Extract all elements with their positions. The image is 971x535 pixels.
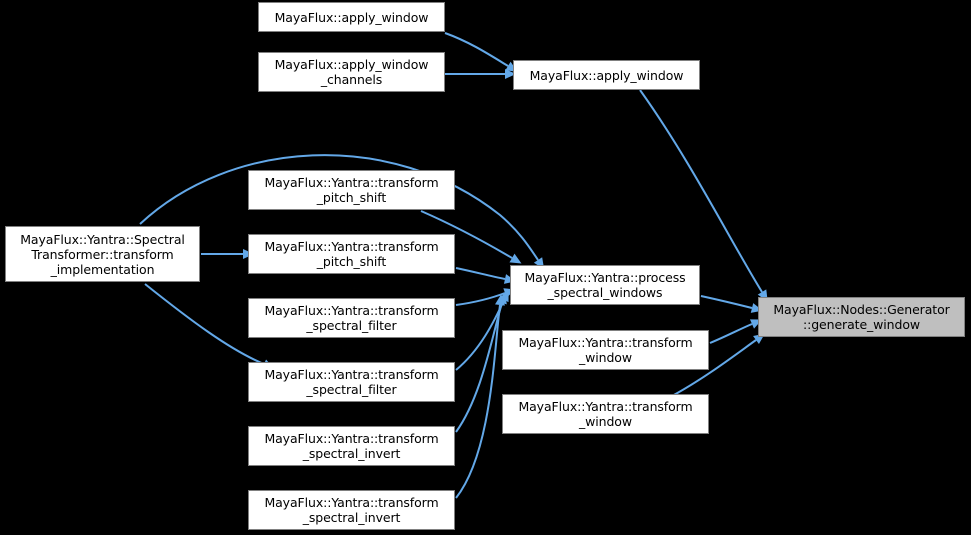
graph-node-label: MayaFlux::Yantra::transform _pitch_shift xyxy=(264,239,439,269)
graph-edge xyxy=(144,283,265,365)
graph-node-transform_window_1[interactable]: MayaFlux::Yantra::transform _window xyxy=(502,330,709,370)
graph-edge-arrowhead xyxy=(495,294,505,306)
graph-edge xyxy=(455,302,503,433)
graph-node-spectral_transformer_transform_implementation[interactable]: MayaFlux::Yantra::Spectral Transformer::… xyxy=(5,226,200,282)
graph-node-transform_window_2[interactable]: MayaFlux::Yantra::transform _window xyxy=(502,394,709,434)
graph-node-label: MayaFlux::apply_window _channels xyxy=(274,57,429,87)
graph-node-transform_spectral_invert_1[interactable]: MayaFlux::Yantra::transform _spectral_in… xyxy=(248,426,455,466)
graph-node-apply_window_channels[interactable]: MayaFlux::apply_window _channels xyxy=(258,52,445,92)
graph-node-label: MayaFlux::Yantra::Spectral Transformer::… xyxy=(20,231,185,277)
graph-node-transform_spectral_filter_1[interactable]: MayaFlux::Yantra::transform _spectral_fi… xyxy=(248,298,455,338)
graph-node-label: MayaFlux::Nodes::Generator ::generate_wi… xyxy=(773,302,950,332)
graph-edge xyxy=(455,304,501,499)
graph-node-label: MayaFlux::Yantra::transform _window xyxy=(518,335,693,365)
graph-edge-arrowhead xyxy=(497,292,507,305)
graph-node-transform_spectral_filter_2[interactable]: MayaFlux::Yantra::transform _spectral_fi… xyxy=(248,362,455,402)
graph-edge xyxy=(455,299,505,371)
graph-node-label: MayaFlux::Yantra::transform _spectral_fi… xyxy=(264,303,439,333)
graph-node-transform_spectral_invert_2[interactable]: MayaFlux::Yantra::transform _spectral_in… xyxy=(248,490,455,530)
graph-node-process_spectral_windows[interactable]: MayaFlux::Yantra::process _spectral_wind… xyxy=(510,265,700,305)
graph-node-label: MayaFlux::Yantra::transform _spectral_in… xyxy=(264,495,439,525)
graph-node-apply_window_mid[interactable]: MayaFlux::apply_window xyxy=(513,60,700,90)
graph-node-generator_generate_window[interactable]: MayaFlux::Nodes::Generator ::generate_wi… xyxy=(758,297,965,337)
graph-node-label: MayaFlux::Yantra::transform _window xyxy=(518,399,693,429)
graph-node-transform_pitch_shift_1[interactable]: MayaFlux::Yantra::transform _pitch_shift xyxy=(248,170,455,210)
graph-node-label: MayaFlux::apply_window xyxy=(274,9,429,25)
graph-node-label: MayaFlux::Yantra::process _spectral_wind… xyxy=(524,270,686,300)
graph-node-label: MayaFlux::Yantra::transform _pitch_shift xyxy=(264,175,439,205)
graph-node-label: MayaFlux::Yantra::transform _spectral_in… xyxy=(264,431,439,461)
graph-edge xyxy=(709,323,753,344)
graph-edge xyxy=(700,295,753,309)
graph-edge xyxy=(455,267,506,280)
graph-edge xyxy=(639,89,763,293)
graph-node-label: MayaFlux::Yantra::transform _spectral_fi… xyxy=(264,367,439,397)
graph-edge xyxy=(455,292,506,306)
graph-node-label: MayaFlux::apply_window xyxy=(529,67,684,83)
graph-node-apply_window_top[interactable]: MayaFlux::apply_window xyxy=(258,2,445,32)
graph-edge xyxy=(444,32,509,67)
graph-node-transform_pitch_shift_2[interactable]: MayaFlux::Yantra::transform _pitch_shift xyxy=(248,234,455,274)
